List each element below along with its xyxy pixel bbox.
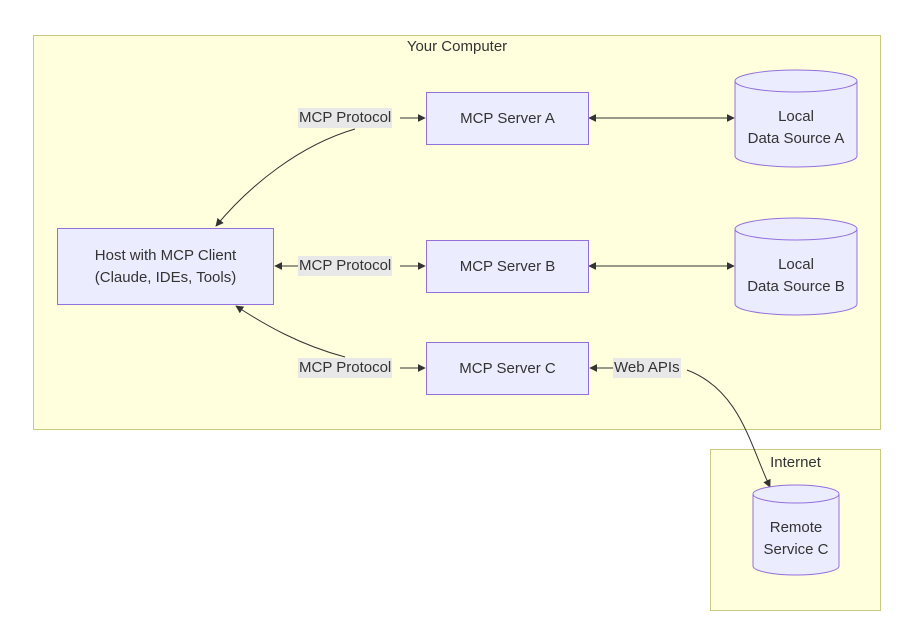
- node-local-data-source-a-line2: Data Source A: [747, 130, 845, 147]
- node-host-client-line2: (Claude, IDEs, Tools): [94, 268, 237, 286]
- node-local-data-source-b: Local Data Source B: [734, 217, 858, 317]
- node-host-client-line1: Host with MCP Client: [94, 246, 237, 264]
- node-remote-service-c: Remote Service C: [752, 484, 840, 577]
- node-local-data-source-a-line1: Local: [778, 108, 814, 125]
- node-local-data-source-a-text: Local Data Source A: [734, 106, 858, 150]
- cylinder-shape: [734, 217, 858, 316]
- cylinder-shape: [734, 69, 858, 168]
- node-mcp-server-c-label: MCP Server C: [459, 359, 556, 377]
- cylinder-shape: [752, 484, 840, 576]
- node-remote-service-c-line2: Service C: [763, 541, 829, 558]
- cluster-your-computer-title: Your Computer: [406, 38, 508, 55]
- node-mcp-server-b: MCP Server B: [426, 240, 589, 293]
- node-local-data-source-b-line1: Local: [778, 256, 814, 273]
- edge-label-protocol-b: MCP Protocol: [298, 256, 393, 276]
- node-mcp-server-a: MCP Server A: [426, 92, 589, 145]
- node-remote-service-c-text: Remote Service C: [752, 517, 840, 561]
- node-host-client: Host with MCP Client (Claude, IDEs, Tool…: [57, 228, 274, 305]
- edge-label-protocol-a: MCP Protocol: [298, 108, 393, 128]
- node-mcp-server-b-label: MCP Server B: [459, 257, 556, 275]
- node-mcp-server-c: MCP Server C: [426, 342, 589, 395]
- node-remote-service-c-line1: Remote: [769, 519, 823, 536]
- cluster-internet-title: Internet: [770, 454, 821, 471]
- edge-label-protocol-c: MCP Protocol: [298, 358, 393, 378]
- node-local-data-source-a: Local Data Source A: [734, 69, 858, 169]
- edge-label-web-apis: Web APIs: [613, 358, 681, 378]
- node-local-data-source-b-line2: Data Source B: [747, 278, 845, 295]
- node-local-data-source-b-text: Local Data Source B: [734, 254, 858, 298]
- node-mcp-server-a-label: MCP Server A: [460, 109, 555, 127]
